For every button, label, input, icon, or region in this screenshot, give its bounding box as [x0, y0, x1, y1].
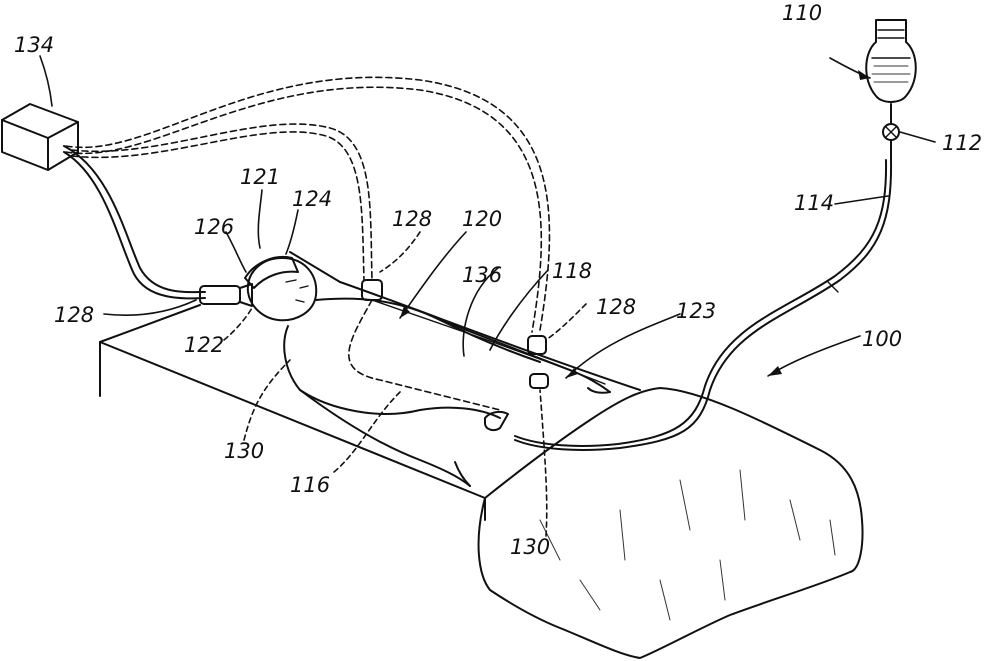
label-122: 122 — [184, 333, 224, 357]
control-unit-box — [2, 104, 78, 170]
label-126: 126 — [194, 215, 234, 239]
label-100: 100 — [862, 327, 902, 351]
cable-to-head — [64, 146, 205, 298]
label-121: 121 — [240, 165, 280, 189]
head-connector — [200, 284, 252, 306]
label-120: 120 — [462, 207, 502, 231]
label-136: 136 — [462, 263, 502, 287]
iv-valve — [883, 104, 899, 160]
label-134: 134 — [14, 33, 54, 57]
patient — [245, 257, 610, 486]
label-128-head: 128 — [54, 303, 94, 327]
label-112: 112 — [942, 131, 982, 155]
label-130-left: 130 — [224, 439, 264, 463]
inline-connector-hip — [530, 374, 548, 388]
drape — [479, 388, 863, 658]
label-130-bottom: 130 — [510, 535, 550, 559]
label-116: 116 — [290, 473, 330, 497]
iv-bag — [866, 20, 916, 102]
label-124: 124 — [292, 187, 332, 211]
label-128-neck: 128 — [392, 207, 432, 231]
label-114: 114 — [794, 191, 834, 215]
label-118: 118 — [552, 259, 592, 283]
label-110: 110 — [782, 1, 822, 25]
label-123: 123 — [676, 299, 716, 323]
label-128-arm: 128 — [596, 295, 636, 319]
body-lines — [349, 300, 605, 410]
